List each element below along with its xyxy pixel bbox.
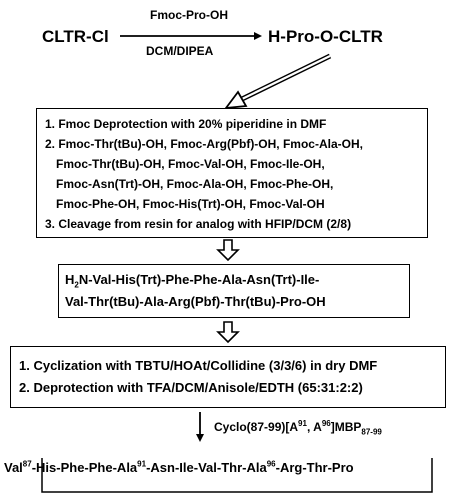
h-subscript: 2 xyxy=(74,280,79,290)
step-line: 1. Fmoc Deprotection with 20% piperidine… xyxy=(45,117,327,131)
seq-sup-1: 87 xyxy=(22,459,32,469)
seq-part-1: Val xyxy=(4,460,23,475)
label-mid: , A xyxy=(306,420,322,434)
step-line: 2. Fmoc-Thr(tBu)-OH, Fmoc-Arg(Pbf)-OH, F… xyxy=(45,137,363,151)
cyclization-step: 1. Cyclization with TBTU/HOAt/Collidine … xyxy=(19,358,378,373)
linear-peptide-box: H2N-Val-His(Trt)-Phe-Phe-Ala-Asn(Trt)-Il… xyxy=(58,264,410,318)
label-main: Cyclo(87-99)[A xyxy=(214,420,299,434)
seq-sup-2: 91 xyxy=(137,459,147,469)
step-line: Fmoc-Phe-OH, Fmoc-His(Trt)-OH, Fmoc-Val-… xyxy=(56,197,325,211)
deprotection-step: 2. Deprotection with TFA/DCM/Anisole/EDT… xyxy=(19,380,363,395)
h-text: H xyxy=(65,272,75,287)
seq-sup-3: 96 xyxy=(266,459,276,469)
label-sup-1: 91 xyxy=(298,419,307,428)
cyclic-peptide-sequence: Val87-His-Phe-Phe-Ala91-Asn-Ile-Val-Thr-… xyxy=(4,460,354,475)
linear-peptide-line-1: H2N-Val-His(Trt)-Phe-Phe-Ala-Asn(Trt)-Il… xyxy=(65,269,409,291)
seq-part-4: -Arg-Thr-Pro xyxy=(275,460,354,475)
step-line: 3. Cleavage from resin for analog with H… xyxy=(45,217,352,231)
seq-part-2: -His-Phe-Phe-Ala xyxy=(31,460,138,475)
down-arrow-2 xyxy=(216,321,240,344)
label-sub: 87-99 xyxy=(361,427,382,437)
seq-part-3: -Asn-Ile-Val-Thr-Ala xyxy=(146,460,267,475)
label-sup-2: 96 xyxy=(321,419,331,428)
reactant-cltr-cl: CLTR-Cl xyxy=(42,27,109,46)
product-name-label: Cyclo(87-99)[A91, A96]MBP87-99 xyxy=(214,419,382,437)
peptide-sequence-1: N-Val-His(Trt)-Phe-Phe-Ala-Asn(Trt)-Ile- xyxy=(78,272,320,287)
cyclic-bracket xyxy=(41,458,433,493)
step-line: Fmoc-Asn(Trt)-OH, Fmoc-Ala-OH, Fmoc-Phe-… xyxy=(56,177,334,191)
cyclization-box: 1. Cyclization with TBTU/HOAt/Collidine … xyxy=(10,346,446,408)
product-h-pro-o-cltr: H-Pro-O-CLTR xyxy=(268,27,383,46)
label-end: ]MBP xyxy=(330,420,362,434)
down-arrow-1 xyxy=(216,239,240,262)
reagent-below-arrow: DCM/DIPEA xyxy=(146,44,214,58)
synthesis-steps-box: 1. Fmoc Deprotection with 20% piperidine… xyxy=(36,108,428,238)
diagonal-arrow xyxy=(224,53,332,110)
linear-peptide-line-2: Val-Thr(tBu)-Ala-Arg(Pbf)-Thr(tBu)-Pro-O… xyxy=(65,294,326,309)
reagent-above-arrow: Fmoc-Pro-OH xyxy=(150,8,228,22)
step-line: Fmoc-Thr(tBu)-OH, Fmoc-Val-OH, Fmoc-Ile-… xyxy=(56,157,325,171)
